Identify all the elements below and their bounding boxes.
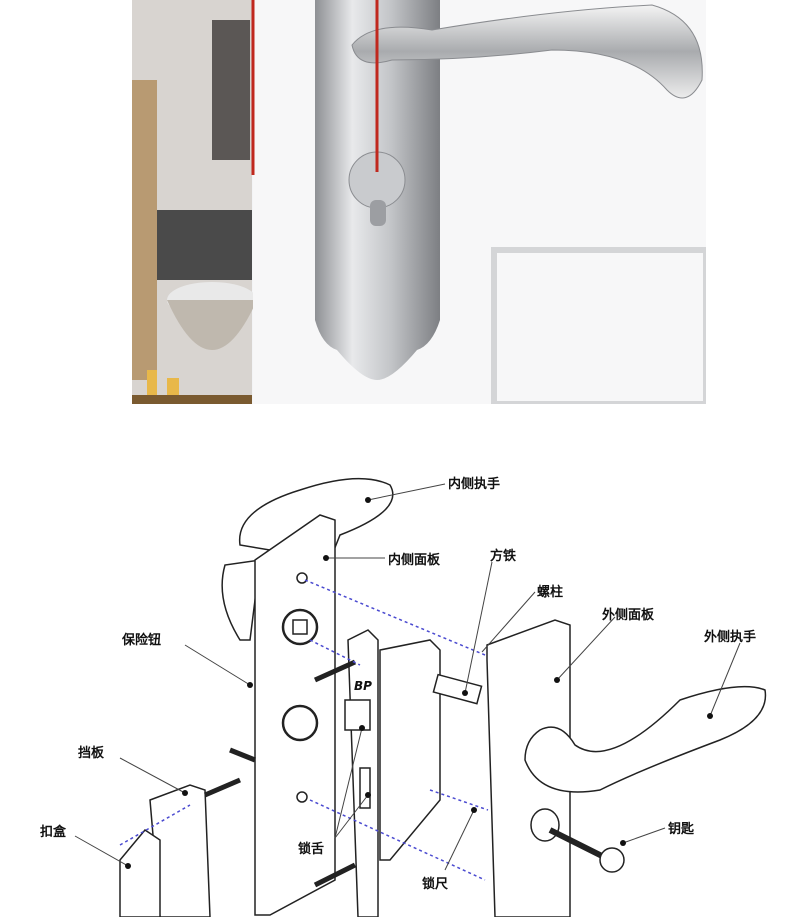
- outer-handle-shape: [524, 685, 767, 793]
- screw: [313, 659, 357, 683]
- label-spindle: 方铁: [490, 548, 516, 564]
- label-latch-bolt: 锁舌: [298, 841, 324, 857]
- spindle-shape: [432, 673, 483, 705]
- door-panel-molding: [491, 247, 706, 404]
- label-key: 钥匙: [668, 821, 695, 837]
- label-strike-box: 扣盒: [40, 824, 67, 840]
- inner-handle-neck: [221, 559, 261, 641]
- key-slot: [370, 200, 386, 226]
- door-lock-photo-art: [132, 0, 706, 404]
- label-screw-post: 螺柱: [537, 584, 563, 600]
- lock-mark-bp: BP: [354, 679, 372, 693]
- screw: [204, 777, 241, 798]
- label-inner-panel: 内侧面板: [388, 552, 441, 568]
- label-outer-panel: 外侧面板: [601, 607, 655, 623]
- door-handle: [351, 4, 703, 99]
- screw: [229, 747, 256, 763]
- label-lock-rod: 锁尺: [422, 876, 448, 892]
- screw: [313, 862, 357, 888]
- bathroom-background: [132, 0, 257, 404]
- label-inner-handle: 内侧执手: [448, 476, 500, 492]
- key-shape: [548, 827, 612, 863]
- dashed-guides: [119, 579, 489, 881]
- label-strike-plate: 挡板: [78, 745, 105, 761]
- label-safety-knob: 保险钮: [121, 632, 161, 648]
- strike-box-shape: [119, 829, 161, 917]
- door-lock-photo: [132, 0, 706, 404]
- leader-lines: [74, 483, 741, 871]
- label-outer-handle: 外侧执手: [703, 629, 756, 645]
